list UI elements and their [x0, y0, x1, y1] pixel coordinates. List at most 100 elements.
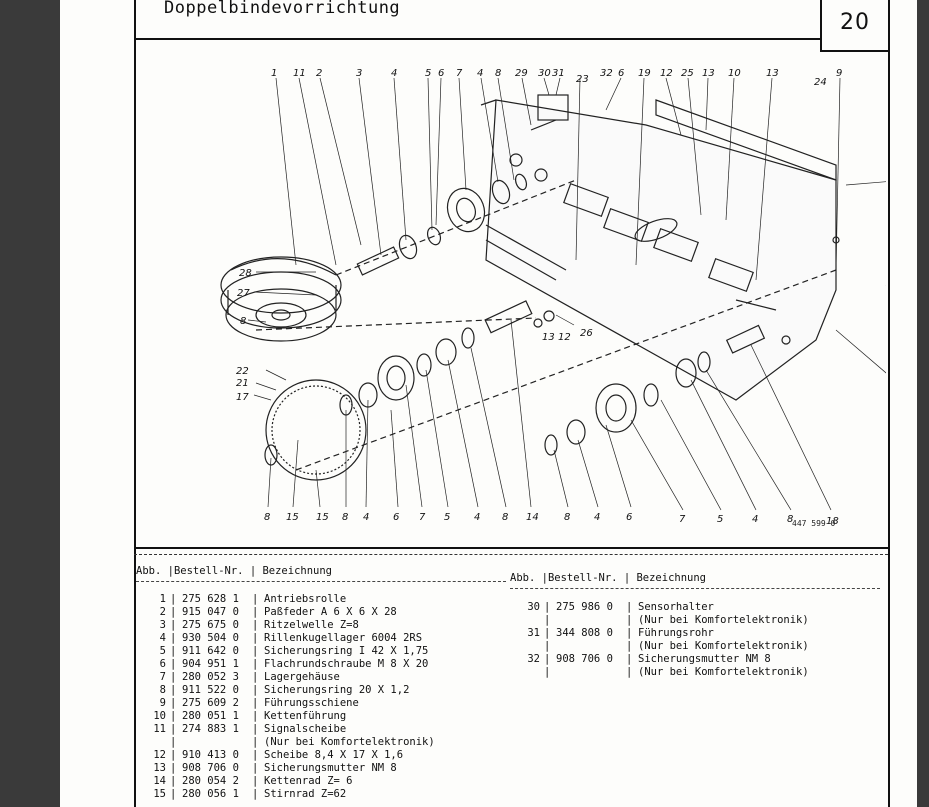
callout: 19: [638, 68, 651, 79]
callout: 5: [717, 514, 723, 525]
table-row: 5|911 642 0|Sicherungsring I 42 X 1,75: [140, 645, 510, 658]
callout: 5: [444, 512, 450, 523]
table-header-left: Abb. |Bestell-Nr. | Bezeichnung: [136, 565, 333, 577]
part-name: Führungsschiene: [264, 697, 359, 709]
callout: 6: [393, 512, 399, 523]
part-abb: 12: [153, 749, 166, 761]
table-row-note: ||(Nur bei Komfortelektronik): [544, 614, 809, 626]
drawing-reference-number: 447 599 0: [792, 519, 836, 528]
table-row-note: ||(Nur bei Komfortelektronik): [170, 736, 435, 748]
page-frame: [134, 0, 890, 807]
table-row: 14|280 054 2|Kettenrad Z= 6: [140, 775, 510, 788]
table-row: 30|275 986 0|Sensorhalter: [514, 601, 884, 614]
document-page: Doppelbindevorrichtung 20: [60, 0, 917, 807]
part-name: Kettenführung: [264, 710, 347, 722]
callout: 3: [356, 68, 362, 79]
table-row: 8|911 522 0|Sicherungsring 20 X 1,2: [140, 684, 510, 697]
part-abb: 4: [159, 632, 166, 644]
callout: 4: [594, 512, 600, 523]
callout: 7: [456, 68, 463, 79]
part-abb: 6: [159, 658, 166, 670]
header-bezeichnung: Bezeichnung: [636, 572, 707, 584]
part-name: Signalscheibe: [264, 723, 347, 735]
part-abb: 8: [159, 684, 166, 696]
part-name: Antriebsrolle: [264, 593, 347, 605]
callout: 8: [787, 514, 793, 525]
header-bezeichnung: Bezeichnung: [262, 565, 333, 577]
table-row: 3|275 675 0|Ritzelwelle Z=8: [140, 619, 510, 632]
callout: 18: [826, 516, 839, 527]
part-abb: 15: [153, 788, 166, 800]
table-row-note: ||(Nur bei Komfortelektronik): [544, 666, 809, 678]
callout: 4: [474, 512, 480, 523]
part-note: (Nur bei Komfortelektronik): [638, 640, 809, 652]
callout: 6: [626, 512, 632, 523]
callout: 14: [526, 512, 539, 523]
part-name: Rillenkugellager 6004 2RS: [264, 632, 423, 644]
part-abb: 30: [527, 601, 540, 613]
part-name: Stirnrad Z=62: [264, 788, 347, 800]
header-abb: Abb.: [510, 572, 536, 584]
part-abb: 32: [527, 653, 540, 665]
callout: 4: [477, 68, 483, 79]
part-name: Lagergehäuse: [264, 671, 340, 683]
callout: 10: [728, 68, 741, 79]
callout: 6: [618, 68, 624, 79]
callout: 8: [502, 512, 508, 523]
callout: 15: [286, 512, 299, 523]
part-name: Sicherungsmutter NM 8: [264, 762, 397, 774]
part-number: 904 951 1: [182, 658, 239, 670]
callout: 11: [293, 68, 306, 79]
table-row: 9|275 609 2|Führungsschiene: [140, 697, 510, 710]
callout: 27: [237, 288, 250, 299]
callout: 9: [836, 68, 842, 79]
callout: 8: [564, 512, 570, 523]
callout: 15: [316, 512, 329, 523]
callout: 7: [419, 512, 426, 523]
table-row-note: ||(Nur bei Komfortelektronik): [544, 640, 809, 652]
page-title: Doppelbindevorrichtung: [164, 0, 401, 18]
callout: 28: [239, 268, 252, 279]
part-number: 280 056 1: [182, 788, 239, 800]
part-abb: 5: [159, 645, 166, 657]
page-number: 20: [840, 10, 870, 35]
table-row: 1|275 628 1|Antriebsrolle: [140, 593, 510, 606]
exploded-parts-drawing: 1 11 2 3 4 5 6 7 4 8 29 30 31 23 32 6 19…: [220, 68, 886, 527]
part-note: (Nur bei Komfortelektronik): [638, 614, 809, 626]
callout: 8: [264, 512, 270, 523]
header-bestell-nr: Bestell-Nr.: [173, 565, 244, 577]
part-number: 275 609 2: [182, 697, 239, 709]
part-abb: 11: [153, 723, 166, 735]
part-number: 280 052 3: [182, 671, 239, 683]
callout: 32: [600, 68, 613, 79]
part-name: Sicherungsmutter NM 8: [638, 653, 771, 665]
viewer-right-edge: [917, 0, 929, 807]
header-abb: Abb.: [136, 565, 162, 577]
part-name: Sicherungsring I 42 X 1,75: [264, 645, 429, 657]
header-bestell-nr: Bestell-Nr.: [547, 572, 618, 584]
part-number: 915 047 0: [182, 606, 239, 618]
callout: 31: [552, 68, 565, 79]
table-header-rule: [136, 581, 506, 582]
callout: 25: [681, 68, 694, 79]
part-name: Paßfeder A 6 X 6 X 28: [264, 606, 397, 618]
part-note: (Nur bei Komfortelektronik): [638, 666, 809, 678]
part-number: 908 706 0: [556, 653, 613, 665]
table-row: 32|908 706 0|Sicherungsmutter NM 8: [514, 653, 884, 666]
table-row: 4|930 504 0|Rillenkugellager 6004 2RS: [140, 632, 510, 645]
callout: 29: [515, 68, 528, 79]
callout: 21: [236, 378, 249, 389]
callout: 4: [752, 514, 758, 525]
part-name: Sensorhalter: [638, 601, 714, 613]
part-abb: 9: [159, 697, 166, 709]
part-abb: 31: [527, 627, 540, 639]
callout: 8: [240, 316, 246, 327]
part-number: 344 808 0: [556, 627, 613, 639]
callout: 1: [271, 68, 277, 79]
viewer-left-edge: [0, 0, 60, 807]
table-header-rule: [510, 588, 880, 589]
callout: 12: [660, 68, 673, 79]
callout: 12: [558, 332, 571, 343]
table-header-right: Abb. |Bestell-Nr. | Bezeichnung: [510, 572, 707, 584]
part-number: 275 675 0: [182, 619, 239, 631]
